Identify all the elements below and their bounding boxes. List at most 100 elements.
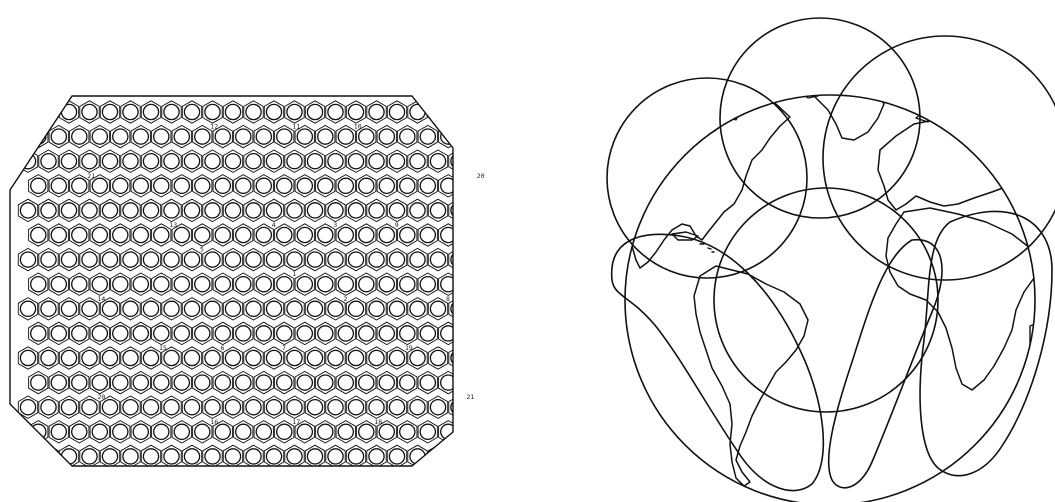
beam-feed-circle [256, 129, 271, 144]
beam-feed-circle [164, 449, 179, 464]
beam-feed-circle [113, 129, 128, 144]
south-america-coastline [694, 266, 808, 486]
beam-contour-north-america [607, 78, 807, 278]
beam-feed-circle [31, 375, 46, 390]
beam-feed-circle [277, 424, 292, 439]
beam-feed-circle [451, 104, 466, 119]
beam-feed-circle [410, 154, 425, 169]
beam-feed-circle [318, 227, 333, 242]
beam-feed-circle [102, 203, 117, 218]
beam-feed-circle [133, 178, 148, 193]
beam-feed-circle [400, 424, 415, 439]
beam-feed-circle [461, 375, 476, 390]
beam-feed-circle [102, 252, 117, 267]
beam-feed-circle [143, 104, 158, 119]
beam-feed-circle [277, 277, 292, 292]
beam-feed-circle [318, 129, 333, 144]
beam-feed-circle [328, 104, 343, 119]
beam-contour-europe [823, 36, 1055, 280]
beam-feed-circle [82, 350, 97, 365]
beam-feed-circle [184, 203, 199, 218]
beam-feed-circle [328, 449, 343, 464]
beam-feed-circle [154, 129, 169, 144]
hex-cell [469, 347, 488, 369]
beam-feed-circle [246, 104, 261, 119]
beam-feed-circle [31, 277, 46, 292]
cell-label-20: 20 [477, 172, 485, 180]
hex-cell [459, 273, 478, 295]
hex-cell [18, 445, 37, 467]
beam-feed-circle [113, 227, 128, 242]
hex-cell [480, 273, 499, 295]
beam-feed-circle [51, 326, 66, 341]
beam-contour-southern-africa [920, 211, 1052, 475]
beam-feed-circle [31, 129, 46, 144]
beam-feed-circle [430, 203, 445, 218]
beam-feed-circle [359, 424, 374, 439]
beam-feed-circle [164, 104, 179, 119]
beam-feed-circle [143, 301, 158, 316]
beam-feed-circle [123, 154, 138, 169]
beam-feed-circle [215, 375, 230, 390]
beam-feed-circle [307, 301, 322, 316]
cell-label-10: 10 [354, 123, 362, 131]
beam-feed-circle [236, 277, 251, 292]
beam-feed-circle [92, 375, 107, 390]
beam-feed-circle [72, 326, 87, 341]
beam-feed-circle [379, 375, 394, 390]
beam-feed-circle [61, 203, 76, 218]
beam-feed-circle [389, 301, 404, 316]
beam-feed-circle [20, 252, 35, 267]
cell-label-6: 6 [221, 344, 225, 352]
beam-feed-circle [205, 154, 220, 169]
beam-feed-circle [154, 375, 169, 390]
beam-feed-circle [348, 449, 363, 464]
beam-feed-circle [328, 252, 343, 267]
beam-feed-circle [205, 301, 220, 316]
beam-feed-circle [133, 326, 148, 341]
beam-feed-circle [389, 252, 404, 267]
beam-feed-circle [287, 104, 302, 119]
beam-feed-circle [164, 400, 179, 415]
beam-feed-circle [20, 203, 35, 218]
beam-feed-circle [41, 252, 56, 267]
beam-feed-circle [297, 178, 312, 193]
beam-feed-circle [154, 424, 169, 439]
beam-feed-circle [236, 375, 251, 390]
beam-feed-circle [72, 227, 87, 242]
greenland-coastline [808, 80, 884, 140]
beam-feed-circle [205, 350, 220, 365]
beam-feed-circle [430, 400, 445, 415]
cell-label-4: 4 [272, 221, 276, 229]
beam-feed-circle [318, 375, 333, 390]
hex-cell [459, 421, 478, 443]
beam-feed-circle [133, 277, 148, 292]
beam-feed-circle [287, 449, 302, 464]
beam-feed-circle [359, 277, 374, 292]
beam-contour-south-atlantic-long [829, 240, 942, 488]
beam-feed-circle [82, 400, 97, 415]
beam-feed-circle [348, 154, 363, 169]
beam-feed-circle [143, 350, 158, 365]
beam-feed-circle [92, 178, 107, 193]
beam-feed-circle [287, 400, 302, 415]
beam-feed-circle [359, 129, 374, 144]
beam-feed-circle [307, 449, 322, 464]
beam-feed-circle [307, 400, 322, 415]
beam-feed-circle [389, 449, 404, 464]
beam-feed-circle [369, 449, 384, 464]
beam-feed-circle [20, 154, 35, 169]
cell-label-11: 11 [292, 123, 300, 131]
beam-contours [607, 18, 1055, 491]
beam-feed-circle [225, 252, 240, 267]
beam-feed-circle [113, 326, 128, 341]
beam-feed-circle [328, 154, 343, 169]
beam-feed-circle [410, 400, 425, 415]
beam-feed-circle [113, 277, 128, 292]
beam-feed-circle [369, 400, 384, 415]
hex-cell [39, 101, 58, 123]
beam-feed-circle [297, 277, 312, 292]
beam-feed-circle [410, 104, 425, 119]
beam-contour-south-atlantic [714, 188, 938, 412]
beam-feed-circle [348, 252, 363, 267]
